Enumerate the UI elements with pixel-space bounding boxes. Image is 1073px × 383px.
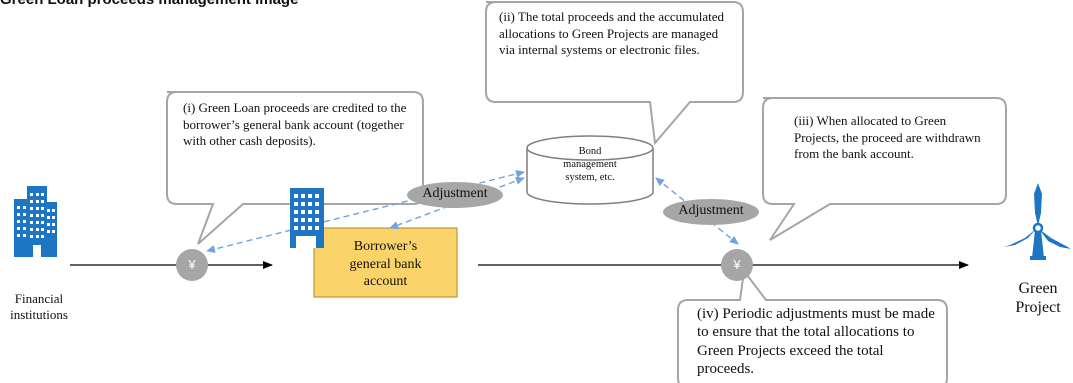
yen-symbol-left: ¥ [188,257,196,272]
financial-label-line1: Financial [14,291,64,306]
yen-symbol-right: ¥ [733,257,741,272]
adjustment-label-right: Adjustment [678,203,744,218]
borrower-label-line3: account [363,274,408,289]
callout-iv-bubble [677,268,948,383]
financial-label-line2: institutions [10,306,68,322]
callout-i-text: (i) Green Loan proceeds are credited to … [183,100,407,149]
office-building-icon [290,188,324,248]
green-label-line1: Green [1018,280,1058,297]
callout-iii-bubble [762,97,1007,241]
office-building-icon [14,186,57,257]
borrower-account-label: Borrower’s general bank account [314,238,457,291]
financial-institutions-label: Financial institutions [0,291,78,322]
bond-label-line3: system, etc. [565,172,615,184]
adjustment-ellipse-left [407,182,503,208]
adjustment-label-left: Adjustment [422,186,488,201]
wind-turbine-icon [1004,183,1071,260]
adjustment-ellipse-right [663,199,759,225]
callout-iii-text: (iii) When allocated to Green Projects, … [794,113,981,162]
borrower-label-line2: general bank [349,256,422,272]
borrower-label-line1: Borrower’s [353,239,418,254]
bond-management-cylinder [526,135,654,205]
callout-ii-bubble [485,1,744,146]
yen-circle-right [721,249,753,281]
callout-iv-text: (iv) Periodic adjustments must be made t… [697,306,935,377]
bond-label-line2: management [563,159,617,171]
callout-ii-text: (ii) The total proceeds and the accumula… [499,9,724,58]
bond-management-label: Bond management system, etc. [538,145,642,184]
bond-label-line1: Bond [578,146,602,157]
page-title-partial: Green Loan proceeds management image [0,0,298,8]
green-label-line2: Project [1015,299,1061,317]
yen-circle-left [176,249,208,281]
green-project-label: Green Project [1006,279,1070,317]
